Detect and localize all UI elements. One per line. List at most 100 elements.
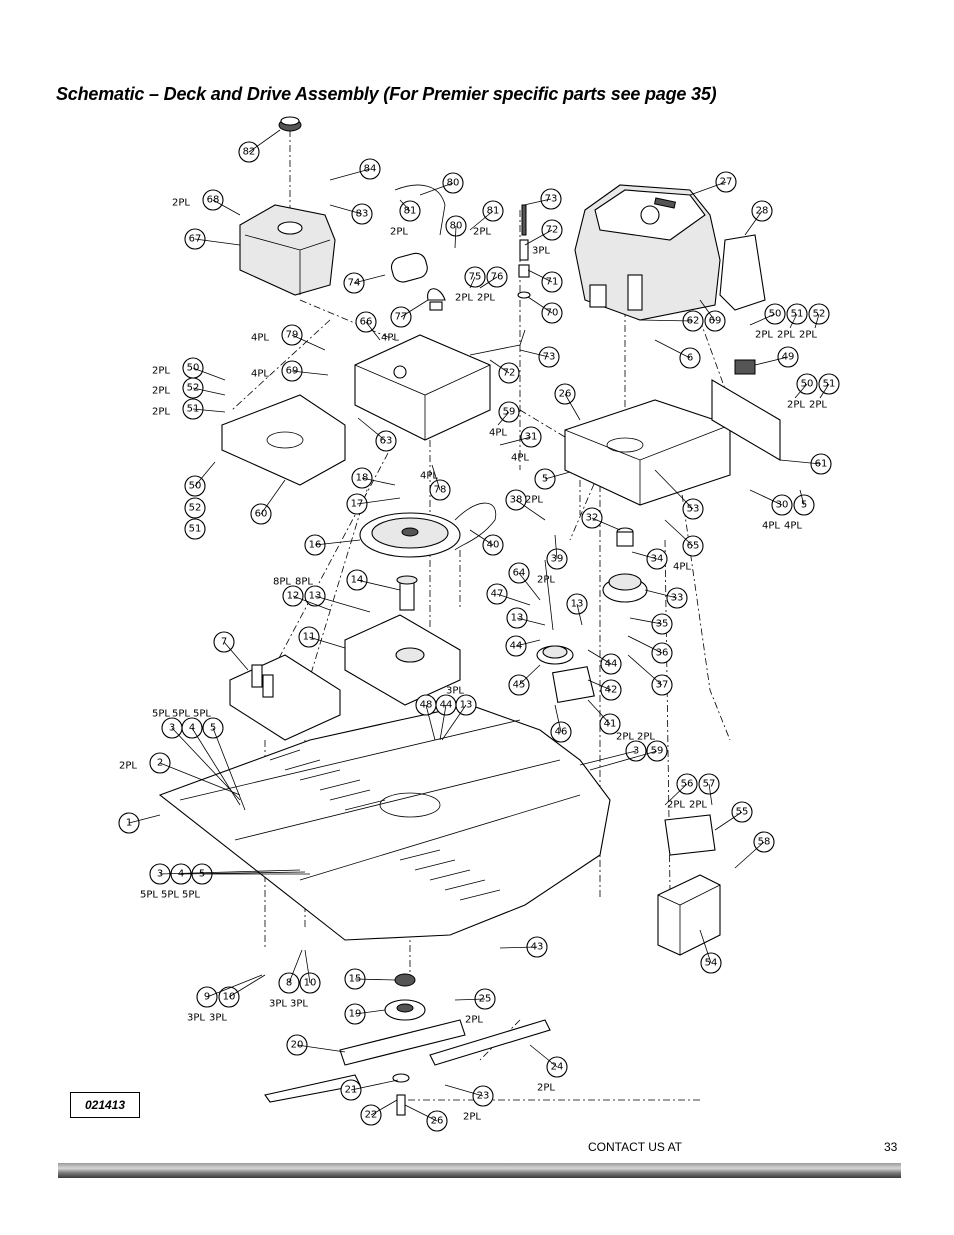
leader-line	[354, 978, 396, 981]
leader-line	[644, 589, 678, 599]
leader-line	[469, 210, 494, 231]
bracket-60	[221, 394, 346, 486]
leader-line	[454, 225, 457, 249]
leader-line	[631, 551, 658, 560]
leader-line	[699, 929, 712, 964]
leader-line	[292, 595, 331, 611]
leader-line	[518, 664, 541, 686]
leader-line	[192, 408, 226, 413]
bracket-7	[229, 654, 341, 741]
deck-1	[158, 704, 611, 941]
footer-bar	[58, 1163, 901, 1178]
callout-quantity: 3PL	[209, 1013, 227, 1024]
leader-line	[194, 238, 241, 246]
leader-line	[192, 367, 226, 381]
leader-line	[589, 750, 658, 771]
leader-line	[296, 1044, 346, 1053]
leader-line	[515, 499, 546, 521]
leader-line	[689, 181, 727, 196]
leader-line	[439, 704, 447, 741]
leader-line	[354, 1009, 386, 1015]
solenoid-49	[734, 359, 756, 375]
fuel-cap	[278, 116, 302, 132]
leader-line	[579, 750, 637, 766]
callout-quantity: 2PL	[172, 198, 190, 209]
leader-line	[779, 459, 822, 465]
leader-line	[524, 229, 553, 246]
callout-quantity: 5PL	[152, 709, 170, 720]
footer-contact: CONTACT US AT	[588, 1140, 683, 1154]
leader-line	[564, 393, 581, 421]
leader-line	[699, 299, 716, 322]
leader-line	[223, 641, 249, 671]
callout-quantity: 2PL	[477, 293, 495, 304]
leader-line	[515, 639, 541, 647]
callout-quantity: 2PL	[755, 330, 773, 341]
leader-line	[819, 383, 830, 399]
blades-24	[264, 1019, 551, 1103]
leader-line	[314, 539, 361, 546]
leader-line	[496, 593, 531, 606]
fuel-line	[394, 184, 446, 236]
callout-quantity: 2PL	[473, 227, 491, 238]
callout-quantity: 2PL	[465, 1015, 483, 1026]
blade-adapter-20	[339, 1019, 466, 1066]
leader-line	[399, 199, 411, 212]
leader-line	[206, 974, 263, 998]
leader-line	[523, 198, 552, 206]
leader-line	[499, 946, 538, 949]
leader-line	[529, 1044, 558, 1068]
leader-line	[587, 699, 611, 725]
callout-quantity: 2PL	[525, 495, 543, 506]
leader-line	[365, 321, 381, 341]
leader-line	[291, 370, 329, 376]
leader-line	[260, 479, 286, 515]
deck-vent-slots	[269, 749, 501, 901]
leader-line	[361, 477, 396, 486]
leader-line	[754, 356, 789, 366]
leader-line	[192, 387, 226, 396]
leader-line	[587, 649, 612, 665]
clutch-33	[602, 527, 648, 603]
callout-quantity: 4PL	[381, 333, 399, 344]
callout-quantity: 4PL	[673, 562, 691, 573]
battery-54	[657, 874, 721, 956]
leader-line	[639, 319, 694, 322]
leader-line	[479, 276, 498, 289]
leader-line	[469, 276, 476, 289]
callout-quantity: 2PL	[390, 227, 408, 238]
callout-quantity: 3PL	[446, 686, 464, 697]
bearing-15	[394, 973, 416, 987]
leader-line	[518, 572, 541, 601]
leader-line	[159, 869, 301, 875]
leader-line	[554, 704, 562, 733]
leader-lines	[128, 129, 830, 1122]
leader-line	[516, 617, 546, 626]
leader-line	[527, 269, 553, 283]
spindle-14	[396, 575, 418, 611]
leader-line	[288, 949, 303, 984]
callout-quantity: 2PL	[799, 330, 817, 341]
callout-51: 51	[184, 518, 206, 540]
leader-line	[629, 617, 663, 625]
leader-line	[714, 811, 743, 831]
leader-line	[291, 334, 326, 351]
leader-line	[654, 469, 694, 510]
leader-line	[159, 762, 241, 796]
drawing-code-box: 021413	[70, 1092, 140, 1118]
hardware-stack-center	[517, 204, 531, 299]
leader-line	[734, 841, 765, 869]
callout-number: 52	[189, 503, 202, 514]
leader-line	[544, 471, 571, 480]
leader-line	[404, 1104, 438, 1122]
page-number: 33	[884, 1140, 898, 1154]
leader-line	[329, 204, 363, 215]
leader-line	[353, 274, 386, 284]
leader-line	[357, 417, 387, 442]
leader-line	[419, 182, 454, 196]
